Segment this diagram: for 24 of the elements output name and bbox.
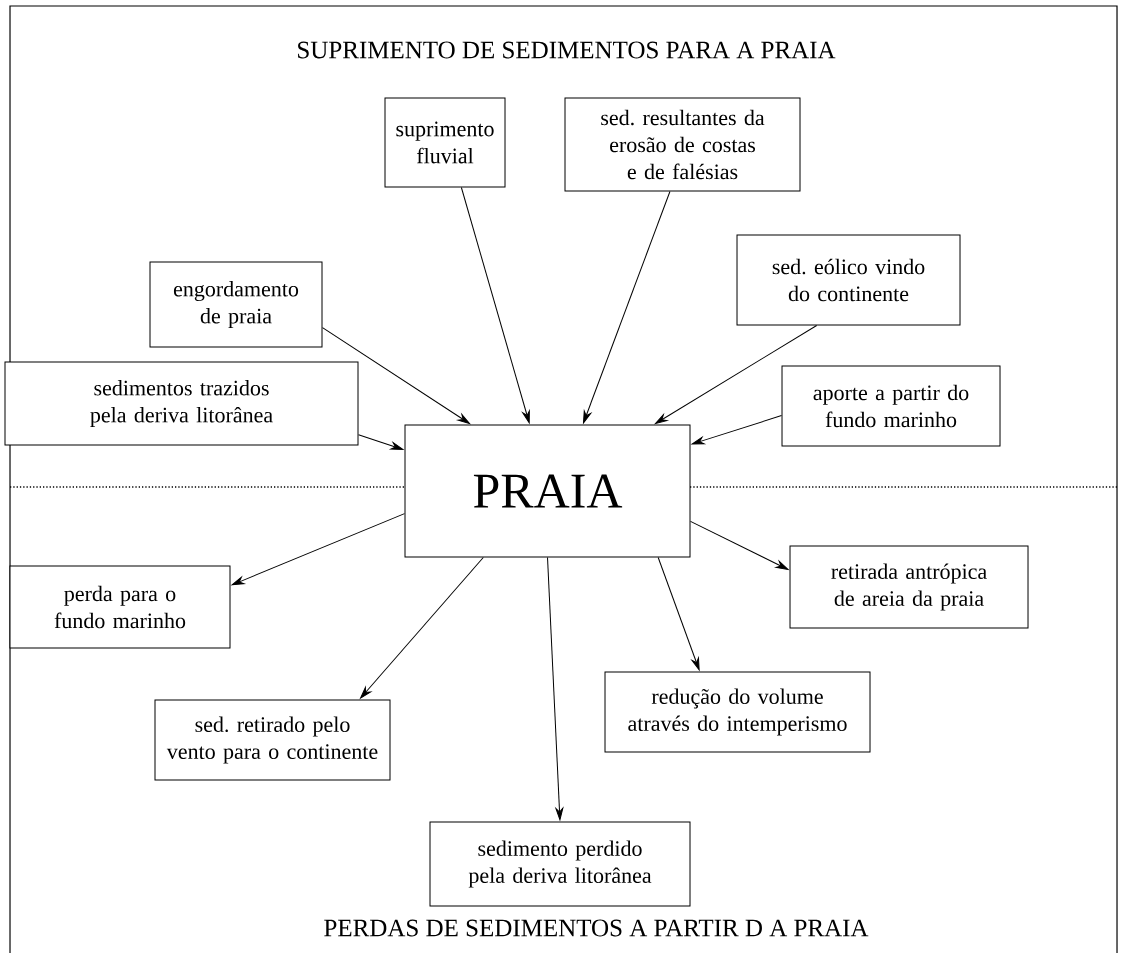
heading: SUPRIMENTO DE SEDIMENTOS PARA A PRAIA [298, 41, 836, 59]
arrow [654, 325, 818, 425]
process-box: aporte a partir do fundo marinho [781, 365, 1001, 447]
arrow [460, 187, 530, 424]
process-box: sed. retirado pelo vento para o continente [154, 699, 391, 781]
process-box: suprimento fluvial [384, 97, 506, 188]
arrow [547, 557, 564, 821]
arrow [231, 513, 405, 586]
center-box: PRAIA [404, 424, 691, 558]
process-box: perda para o fundo marinho [9, 565, 231, 649]
arrow [360, 557, 484, 699]
process-box: engordamento de praia [149, 261, 323, 348]
arrow [657, 557, 700, 671]
process-box: sed. resultantes da erosão de costas e de falésias [564, 97, 801, 192]
arrow [583, 191, 671, 424]
arrow [322, 327, 471, 425]
arrow [691, 415, 782, 445]
process-box: retirada antrópica de areia da praia [789, 545, 1029, 629]
arrow [358, 434, 404, 450]
arrow [690, 520, 789, 570]
process-box: redução do volume através do intemperismo [604, 671, 871, 753]
process-box: sed. eólico vindo do continente [736, 234, 961, 326]
process-box: sedimento perdido pela deriva litorânea [429, 821, 691, 907]
process-box: sedimentos trazidos pela deriva litorânea [4, 361, 359, 446]
